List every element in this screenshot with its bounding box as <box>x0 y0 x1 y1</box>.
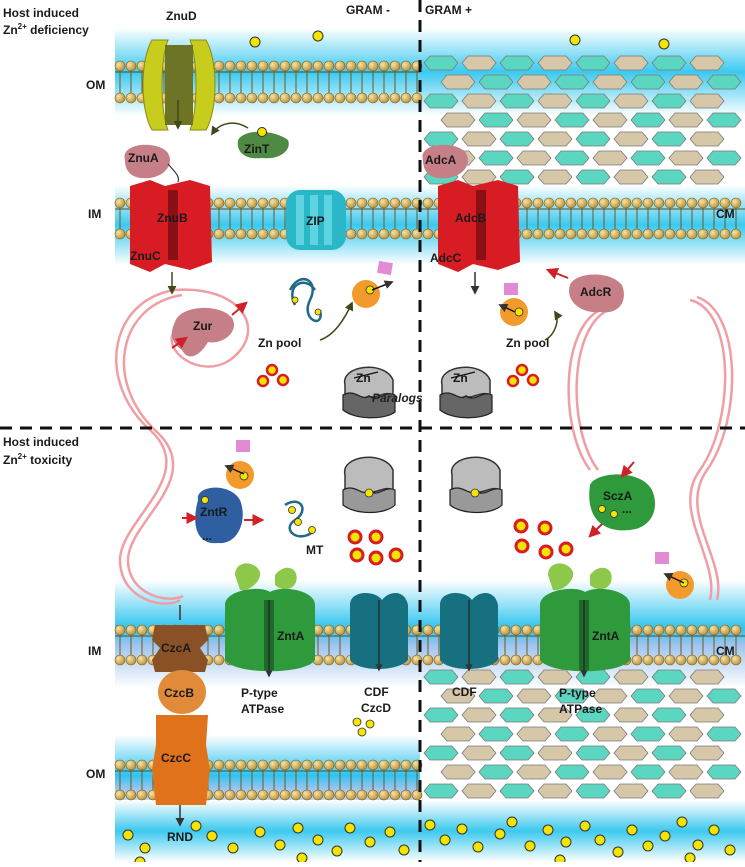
metallothionein: MT <box>284 500 324 557</box>
znua-label: ZnuA <box>128 151 159 165</box>
mt-label: MT <box>306 543 324 557</box>
zn-pool-right: Zn pool <box>506 310 563 350</box>
rnd-label: RND <box>167 830 193 844</box>
znud-label: ZnuD <box>166 9 197 23</box>
zinc-ions <box>122 30 736 867</box>
zn-rings-bottom <box>347 518 574 566</box>
zur-regulator: Zur <box>171 301 248 357</box>
zntr-dots: ... <box>202 529 212 543</box>
scza-label: SczA <box>603 489 633 503</box>
zn-rings-top <box>256 363 540 388</box>
ptype-left-1: P-type <box>241 686 278 700</box>
zn-inside-label-2: Zn <box>453 371 468 385</box>
znta-right-label: ZntA <box>592 629 620 643</box>
zip-transporter: ZIP <box>286 190 346 250</box>
deficiency-title-1: Host induced <box>3 6 79 20</box>
dna-strands <box>115 288 734 605</box>
znta-atpase-left: ZntA P-type ATPase <box>225 563 315 716</box>
cdf-right-transporter: CDF <box>440 593 498 699</box>
cdf-right-label: CDF <box>452 685 477 699</box>
czcc-label: CzcC <box>161 751 191 765</box>
znuc-label: ZnuC <box>130 249 161 263</box>
zip-label: ZIP <box>306 214 325 228</box>
zint-label: ZinT <box>244 142 270 156</box>
adca-label: AdcA <box>425 153 457 167</box>
znta-atpase-right: ZntA P-type ATPase <box>540 563 630 716</box>
znud-porin: ZnuD <box>142 9 216 131</box>
paralogs-label: Paralogs <box>372 391 423 405</box>
zn-pool-left: Zn pool <box>258 278 354 350</box>
zint-protein: ZinT <box>211 122 289 159</box>
ptype-right-2: ATPase <box>559 702 602 716</box>
paralog-right: Zn <box>439 366 493 419</box>
zn-protein-bottom-left <box>342 456 396 514</box>
adcr-label: AdcR <box>580 285 612 299</box>
zntr-regulator: ZntR ... <box>182 487 265 544</box>
czcb-label: CzcB <box>164 686 194 700</box>
om-top-label: OM <box>86 78 105 92</box>
zn-pool-right-label: Zn pool <box>506 336 549 350</box>
orange-sensor-bottom-right <box>655 552 694 599</box>
peptidoglycan-bottom <box>423 669 742 799</box>
ptype-left-2: ATPase <box>241 702 284 716</box>
cm-top-label: CM <box>716 207 735 221</box>
scza-regulator: SczA ... <box>588 461 656 538</box>
zn-pool-left-label: Zn pool <box>258 336 301 350</box>
gram-pos-label: GRAM + <box>425 3 472 17</box>
deficiency-title-2: Zn2+ deficiency <box>3 22 89 37</box>
adcc-label: AdcC <box>430 251 462 265</box>
zn-inside-label-1: Zn <box>356 371 371 385</box>
cdf-czcd-transporter: CDF CzcD <box>350 593 408 737</box>
czca-label: CzcA <box>161 641 191 655</box>
cdf-czcd-1: CDF <box>364 685 389 699</box>
czccba-rnd-pump: CzcA CzcB CzcC RND <box>152 605 210 844</box>
gram-neg-label: GRAM - <box>346 3 390 17</box>
toxicity-title-1: Host induced <box>3 435 79 449</box>
cdf-czcd-2: CzcD <box>361 701 391 715</box>
zntr-label: ZntR <box>200 505 228 519</box>
orange-sensor-top-left <box>352 260 394 308</box>
znuabc-transporter: ZnuA ZnuB ZnuC <box>124 144 212 295</box>
orange-sensor-bottom-left <box>224 440 254 489</box>
im-bottom-label: IM <box>88 644 101 658</box>
toxicity-title-2: Zn2+ toxicity <box>3 452 72 467</box>
om-bottom-label: OM <box>86 767 105 781</box>
znub-label: ZnuB <box>157 211 188 225</box>
scza-dots: ... <box>622 502 632 516</box>
ptype-right-1: P-type <box>559 686 596 700</box>
zn-protein-bottom-right <box>449 456 503 514</box>
paralog-left: Zn <box>342 366 396 419</box>
im-top-label: IM <box>88 207 101 221</box>
cm-bottom-label: CM <box>716 644 735 658</box>
znta-left-label: ZntA <box>277 629 305 643</box>
adcr-regulator: AdcR <box>545 267 624 313</box>
adcabc-transporter: AdcA AdcB AdcC <box>422 144 520 295</box>
adcb-label: AdcB <box>455 211 487 225</box>
bottom-extracellular-band <box>115 800 745 862</box>
zur-label: Zur <box>193 319 213 333</box>
orange-sensor-top-right <box>498 283 528 326</box>
